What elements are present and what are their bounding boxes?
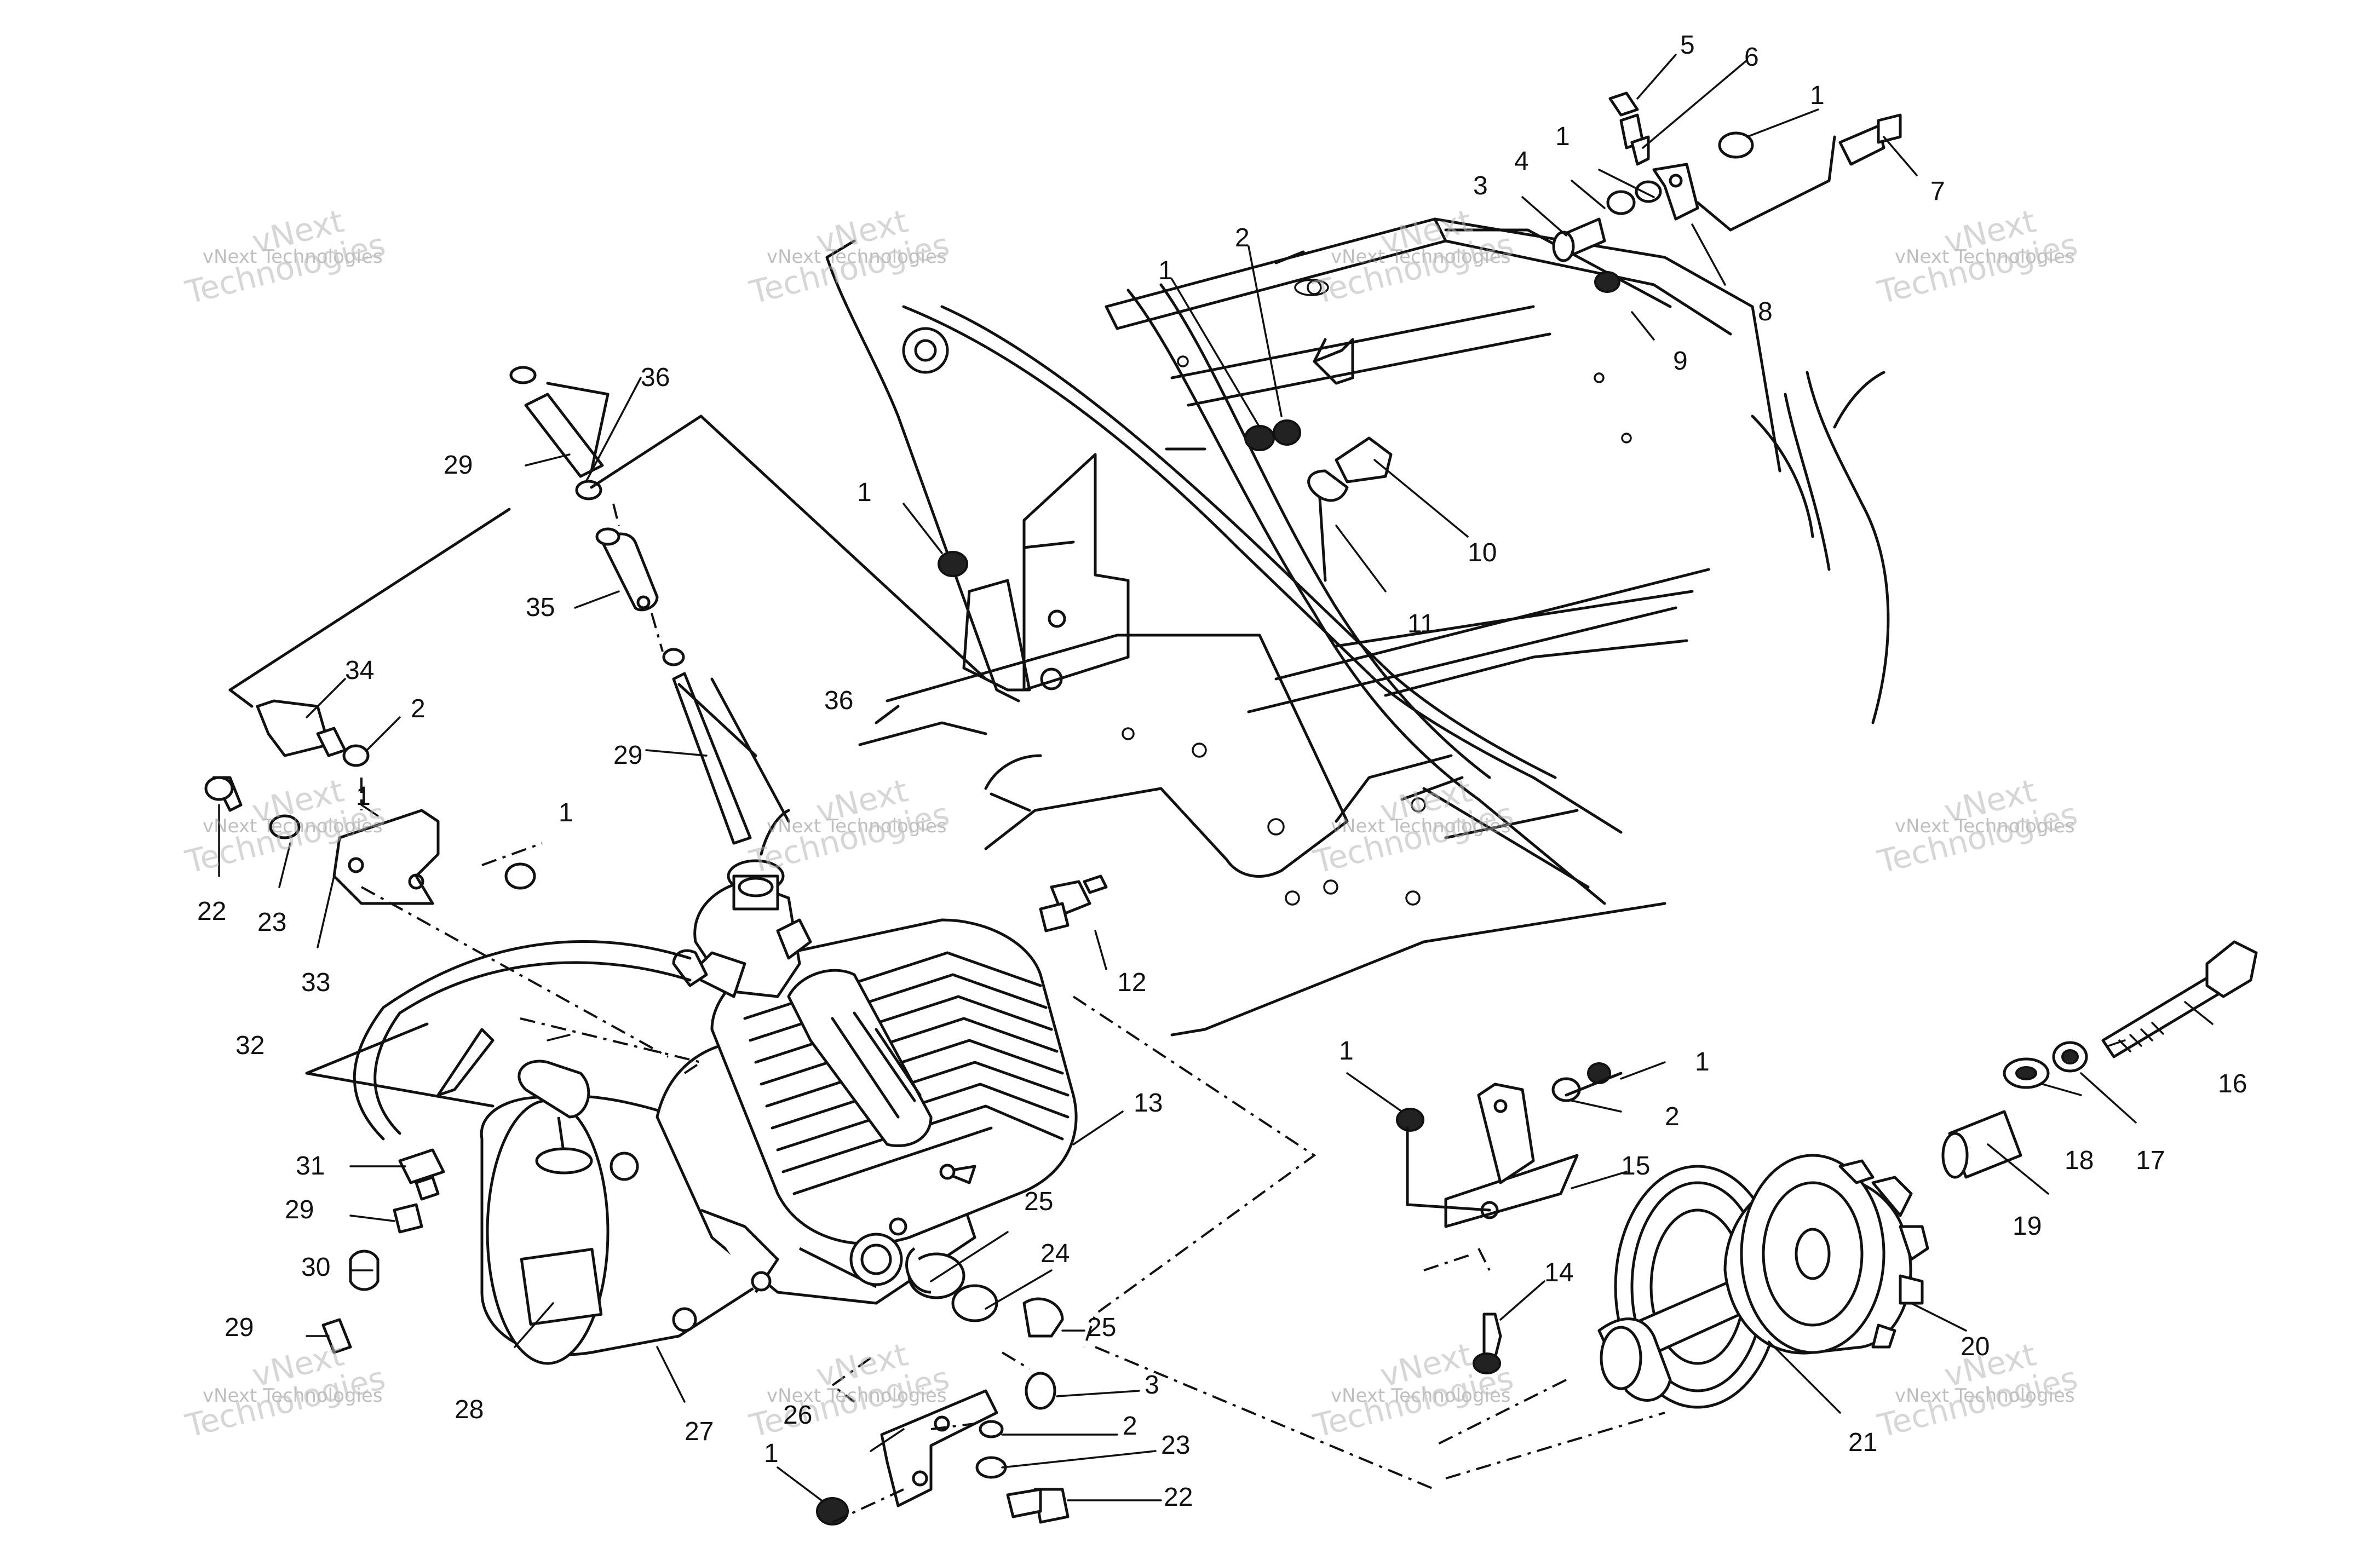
watermark-text: vNext Technologies	[203, 1385, 383, 1407]
callout-22: 22	[1164, 1483, 1193, 1512]
clutch-assembly	[1597, 940, 2258, 1409]
callout-9: 9	[1673, 347, 1688, 376]
callout-4: 4	[1514, 147, 1529, 176]
callout-1: 1	[1158, 256, 1173, 285]
leader-lines	[218, 54, 2214, 1523]
callout-17: 17	[2136, 1146, 2165, 1175]
watermark-text: vNext Technologies	[767, 815, 947, 837]
callout-22: 22	[197, 897, 226, 926]
callout-3: 3	[1473, 171, 1488, 200]
callout-19: 19	[2013, 1212, 2042, 1241]
callout-14: 14	[1544, 1258, 1573, 1287]
watermark-text: vNext Technologies	[1331, 1385, 1511, 1407]
callout-1: 1	[764, 1439, 779, 1468]
callout-31: 31	[296, 1152, 325, 1181]
callout-35: 35	[526, 593, 555, 622]
engine-assembly	[480, 809, 1078, 1365]
callout-20: 20	[1961, 1332, 1990, 1361]
callout-1: 1	[1555, 122, 1570, 151]
callout-1: 1	[1339, 1037, 1354, 1066]
callout-18: 18	[2065, 1146, 2094, 1175]
callout-1: 1	[1695, 1047, 1710, 1077]
watermark-text: vNext Technologies	[1331, 246, 1511, 268]
callout-25: 25	[1024, 1187, 1053, 1216]
rear-bracket	[816, 1247, 1070, 1526]
watermark-text: vNext Technologies	[1895, 1385, 2075, 1407]
callout-labels: 5 6 1 1 4 3 7 8 9 2 1 36 29 1 10 11 35 3…	[197, 31, 2247, 1512]
callout-23: 23	[257, 908, 286, 937]
callout-3: 3	[1145, 1371, 1159, 1400]
cable-bracket-parts	[938, 91, 1902, 582]
callout-1: 1	[559, 798, 573, 827]
watermark-text: vNext Technologies	[1331, 815, 1511, 837]
frame-chassis	[825, 217, 1890, 1037]
callout-2: 2	[411, 694, 426, 723]
cylinder-fins	[710, 918, 1078, 1245]
callout-12: 12	[1117, 968, 1146, 997]
callout-33: 33	[301, 968, 330, 997]
callout-16: 16	[2218, 1069, 2247, 1098]
callout-26: 26	[783, 1401, 812, 1430]
callout-24: 24	[1040, 1239, 1070, 1268]
callout-10: 10	[1468, 538, 1497, 567]
callout-27: 27	[685, 1417, 714, 1446]
starter-handle	[518, 1060, 590, 1119]
callout-23: 23	[1161, 1431, 1190, 1460]
callout-6: 6	[1744, 43, 1759, 72]
callout-1: 1	[356, 782, 371, 811]
callout-11: 11	[1407, 609, 1435, 638]
callout-29: 29	[225, 1313, 254, 1342]
watermark-text: vNext Technologies	[767, 246, 947, 268]
carburetor	[672, 809, 812, 998]
callout-28: 28	[455, 1395, 484, 1424]
callout-25: 25	[1087, 1313, 1116, 1342]
callout-36: 36	[824, 686, 853, 715]
callout-13: 13	[1134, 1089, 1163, 1118]
callout-5: 5	[1680, 31, 1695, 60]
watermark-text: vNext Technologies	[1895, 246, 2075, 268]
fuel-system	[204, 366, 752, 1354]
engine-mount-bracket	[1396, 1062, 1611, 1374]
watermark-text: vNext Technologies	[1895, 815, 2075, 837]
callout-1: 1	[857, 478, 872, 507]
watermark-text: vNext Technologies	[203, 246, 383, 268]
callout-7: 7	[1930, 177, 1945, 206]
callout-29: 29	[613, 741, 642, 770]
callout-2: 2	[1665, 1102, 1680, 1131]
callout-36: 36	[641, 363, 670, 392]
callout-2: 2	[1123, 1412, 1137, 1441]
cover-plate	[520, 1248, 603, 1326]
callout-34: 34	[345, 656, 374, 685]
callout-15: 15	[1621, 1152, 1650, 1181]
watermark-text: vNext Technologies	[203, 815, 383, 837]
callout-29: 29	[285, 1195, 314, 1224]
callout-1: 1	[1810, 81, 1825, 110]
callout-32: 32	[235, 1031, 265, 1060]
watermark-text: vNext Technologies	[767, 1385, 947, 1407]
spark-plug	[1039, 874, 1108, 932]
callout-30: 30	[301, 1253, 330, 1282]
callout-8: 8	[1758, 297, 1773, 326]
callout-21: 21	[1848, 1428, 1877, 1457]
callout-2: 2	[1235, 223, 1250, 252]
callout-29: 29	[444, 451, 473, 480]
